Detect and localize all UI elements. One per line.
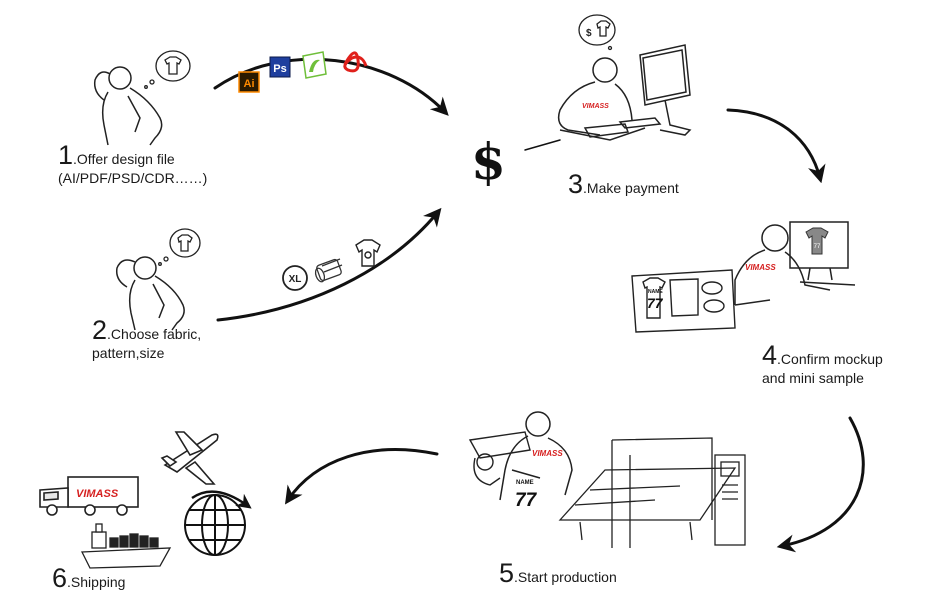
- mockup-jersey-number: 77: [647, 295, 664, 311]
- thinking-person-figure-2: [115, 256, 185, 331]
- step-1-label: 1.Offer design file (AI/PDF/PSD/CDR……): [58, 140, 208, 188]
- step-4-text: .Confirm mockup: [777, 351, 883, 367]
- brand-logo-shirt-3: VIMASS: [582, 103, 609, 110]
- step-1-subtext: (AI/PDF/PSD/CDR……): [58, 170, 208, 186]
- payment-line: [524, 139, 561, 151]
- size-badge-icon: XL: [282, 265, 308, 291]
- brand-logo-shirt-5: VIMASS: [532, 449, 563, 458]
- currency-dollar-symbol: $: [471, 132, 506, 191]
- step-5-label: 5.Start production: [499, 558, 617, 588]
- arrow-payment-to-step4: [726, 108, 826, 184]
- step-1-text: .Offer design file: [73, 151, 175, 167]
- cargo-ship-icon: [80, 523, 172, 569]
- payment-thought-bubble: $: [578, 14, 616, 51]
- computer-monitor-4: [789, 221, 856, 286]
- delivery-truck-icon: [39, 476, 139, 516]
- svg-text:Ai: Ai: [244, 78, 255, 90]
- tshirt-pattern-icon: [355, 239, 381, 267]
- step-6-number: 6: [52, 563, 68, 593]
- options-icons: XL: [282, 239, 381, 291]
- step-2-subtext: pattern,size: [92, 345, 165, 361]
- step-3-number: 3: [568, 169, 584, 199]
- worker-figure: [499, 411, 573, 501]
- svg-text:XL: XL: [289, 274, 302, 285]
- svg-text:77: 77: [814, 244, 821, 250]
- brand-logo-shirt-4: VIMASS: [745, 263, 776, 272]
- step-2-label: 2.Choose fabric, pattern,size: [92, 315, 202, 363]
- step-4-label: 4.Confirm mockup and mini sample: [762, 340, 883, 388]
- step-5-number: 5: [499, 558, 515, 588]
- arrow-step2-to-payment: [216, 207, 442, 322]
- mockup-jersey-name: NAME: [648, 289, 663, 295]
- step-2-number: 2: [92, 315, 108, 345]
- file-format-icons: Ai Ps: [238, 51, 368, 93]
- globe-icon: [184, 490, 252, 556]
- thinking-person-figure-1: [93, 66, 163, 146]
- coreldraw-icon: [302, 51, 327, 79]
- pdf-icon: [343, 51, 368, 73]
- step-2-text: .Choose fabric,: [107, 326, 202, 342]
- step-6-label: 6.Shipping: [52, 563, 126, 593]
- payment-person-figure: [557, 57, 646, 141]
- fabric-roll-icon: [314, 258, 343, 283]
- step-1-number: 1: [58, 140, 74, 170]
- step-3-text: .Make payment: [583, 180, 679, 196]
- flow-arrows: [213, 57, 865, 553]
- svg-text:77: 77: [515, 490, 538, 511]
- arrow-step4-to-step5: [776, 416, 865, 553]
- monitor-tshirt-preview: 77: [805, 227, 829, 255]
- truck-brand-logo: VIMASS: [76, 488, 119, 500]
- svg-text:Ps: Ps: [273, 63, 286, 75]
- illustrator-icon: Ai: [238, 71, 260, 93]
- worker-jersey: NAME 77: [515, 480, 538, 511]
- step-5-text: .Start production: [514, 569, 617, 585]
- airplane-icon: [160, 431, 219, 485]
- photoshop-icon: Ps: [269, 56, 291, 78]
- thought-bubble-1: [144, 50, 191, 89]
- heat-press-machine: [558, 437, 746, 548]
- svg-text:NAME: NAME: [516, 480, 534, 486]
- step-4-subtext: and mini sample: [762, 370, 864, 386]
- step-6-text: .Shipping: [67, 574, 126, 590]
- thought-bubble-2: [158, 228, 201, 266]
- arrow-step5-to-step6: [284, 448, 439, 505]
- step-3-label: 3.Make payment: [568, 169, 679, 199]
- mockup-board: [631, 269, 736, 333]
- step-4-number: 4: [762, 340, 778, 370]
- svg-text:$: $: [586, 28, 592, 39]
- computer-monitor-3: [618, 44, 692, 136]
- sewing-machine: [468, 431, 531, 486]
